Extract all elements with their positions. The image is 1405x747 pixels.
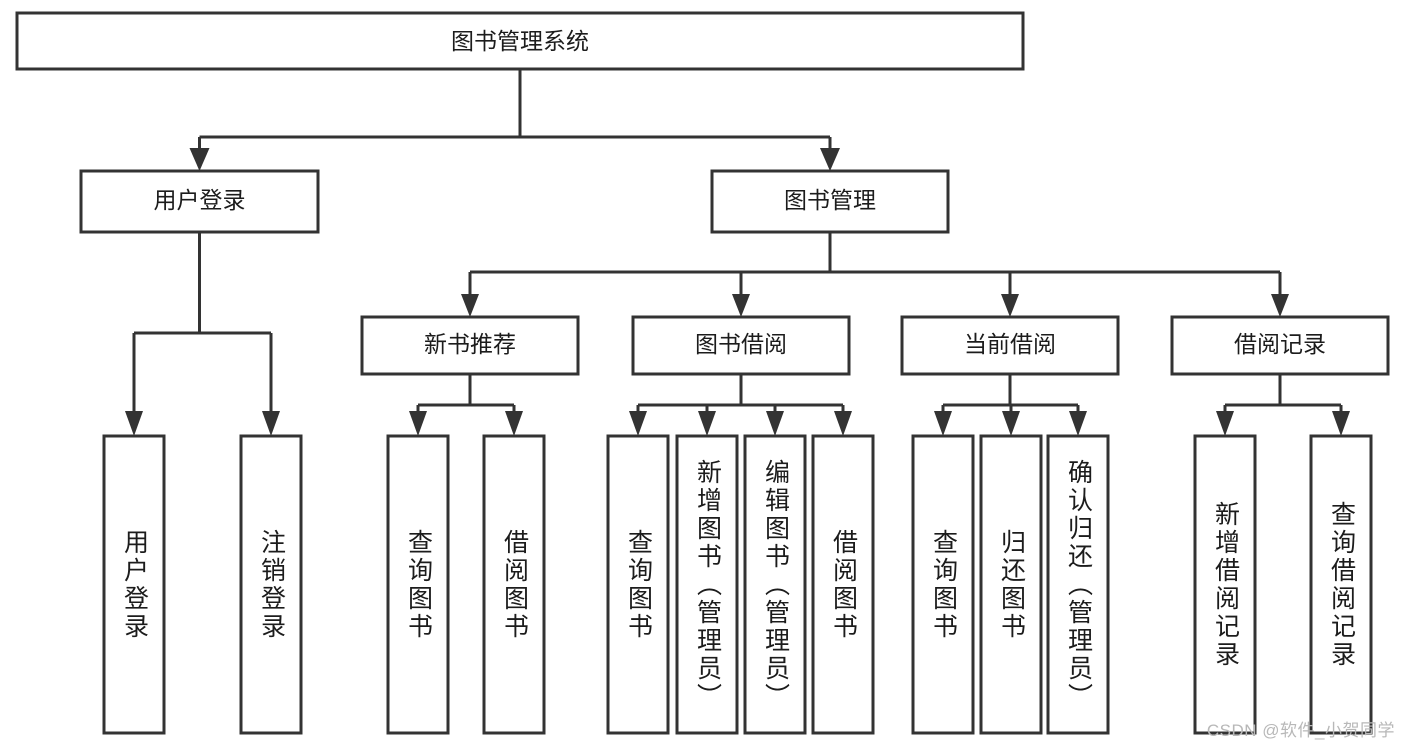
leaf-box-group [102, 434, 1373, 735]
arrowhead-leaf-query-book-3 [934, 411, 952, 436]
node-label-new-book-rec: 新书推荐 [424, 331, 516, 357]
leaf-box-query-book-2[interactable] [606, 434, 670, 735]
arrowhead-book-borrow [732, 294, 750, 317]
leaf-box-borrow-book-1[interactable] [482, 434, 546, 735]
arrowhead-leaf-logout-login [262, 411, 280, 436]
node-box-new-book-rec[interactable] [360, 315, 580, 376]
arrowhead-leaf-confirm-return [1069, 411, 1087, 436]
node-label-book-manage: 图书管理 [784, 187, 876, 213]
leaf-box-borrow-book-2[interactable] [811, 434, 875, 735]
csdn-watermark: CSDN @软件_小贺同学 [1206, 721, 1395, 740]
arrowhead-leaf-query-book-2 [629, 411, 647, 436]
arrowhead-leaf-add-record [1216, 411, 1234, 436]
leaf-box-add-book[interactable] [675, 434, 739, 735]
arrowhead-leaf-edit-book [766, 411, 784, 436]
arrowhead-leaf-query-book-1 [409, 411, 427, 436]
node-label-user-login: 用户登录 [154, 187, 246, 213]
leaf-box-user-login[interactable] [102, 434, 166, 735]
leaf-box-return-book[interactable] [979, 434, 1043, 735]
leaf-box-add-record[interactable] [1193, 434, 1257, 735]
arrowhead-book-manage [820, 148, 840, 171]
leaf-box-edit-book[interactable] [743, 434, 807, 735]
leaf-box-logout-login[interactable] [239, 434, 303, 735]
arrowhead-leaf-add-book [698, 411, 716, 436]
leaf-box-confirm-return[interactable] [1046, 434, 1110, 735]
arrowhead-borrow-record [1271, 294, 1289, 317]
arrowhead-current-borrow [1001, 294, 1019, 317]
node-box-current-borrow[interactable] [900, 315, 1120, 376]
arrowhead-user-login [189, 148, 210, 171]
arrowhead-leaf-borrow-book-2 [834, 411, 852, 436]
node-label-current-borrow: 当前借阅 [964, 331, 1056, 357]
node-label-borrow-record: 借阅记录 [1234, 331, 1326, 357]
node-box-root[interactable] [15, 11, 1025, 71]
arrowhead-leaf-query-record [1332, 411, 1350, 436]
arrowhead-leaf-borrow-book-1 [505, 411, 523, 436]
arrowhead-leaf-user-login [125, 411, 143, 436]
leaf-box-query-book-3[interactable] [911, 434, 975, 735]
arrowhead-new-book-rec [461, 294, 479, 317]
node-label-book-borrow: 图书借阅 [695, 331, 787, 357]
leaf-box-query-book-1[interactable] [386, 434, 450, 735]
node-label-root: 图书管理系统 [451, 28, 589, 54]
node-box-user-login[interactable] [79, 169, 320, 234]
leaf-box-query-record[interactable] [1309, 434, 1373, 735]
arrowhead-leaf-return-book [1002, 411, 1020, 436]
